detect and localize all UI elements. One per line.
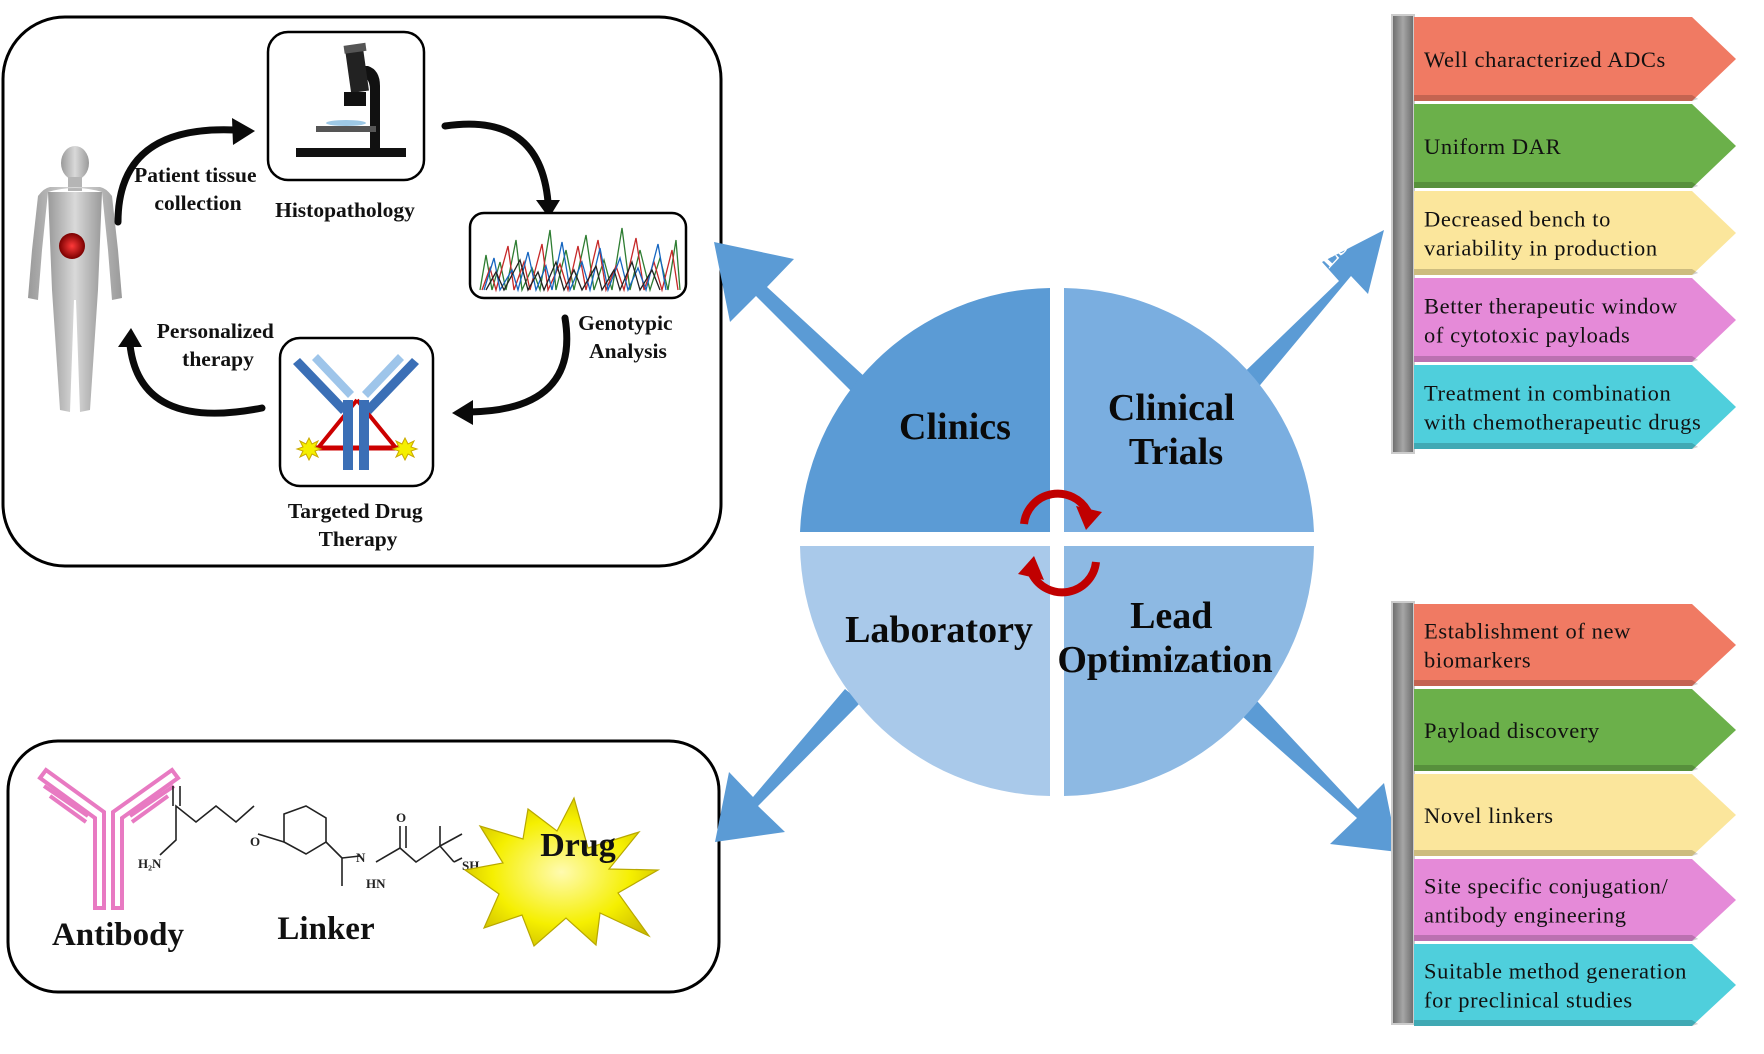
outcomes_bottom-tag-shape [1414, 859, 1736, 941]
workflow-panel-frame [1, 15, 723, 568]
outcomes_top-tag-shape [1414, 365, 1736, 449]
atom-label-hn: HN [366, 876, 386, 891]
chromatogram-box [468, 211, 688, 300]
outcomes_bottom-tag-3: Site specific conjugation/antibody engin… [1414, 859, 1736, 941]
arrow-to-adc-structure [715, 689, 861, 842]
diagonal-arrows [714, 230, 1398, 852]
outcomes_top-tag-shape [1414, 104, 1736, 188]
arrow-to-bottom-outcomes [1242, 701, 1398, 852]
outcomes_bottom-tag-label: Novel linkers [1424, 803, 1554, 828]
cycle-arrows-icon [1020, 489, 1100, 597]
outcomes_bottom-tag-shape [1414, 604, 1736, 686]
outcomes-top-bar [1391, 14, 1415, 454]
outcomes_bottom-tag-2: Novel linkers [1414, 774, 1736, 856]
arrow-to-workflow [714, 242, 866, 393]
microscope-box [266, 30, 426, 182]
antibody-drug-conjugate-icon [293, 354, 419, 470]
atom-label-h2n: H₂N [138, 856, 162, 871]
lead-optimization-label: Lead Optimization [1057, 595, 1272, 681]
workflow-cycle-arrows [114, 120, 571, 417]
outcomes_top-tag-shape [1414, 17, 1736, 101]
atom-label-n: N [356, 850, 366, 865]
outcomes-arrow [1230, 230, 1384, 402]
outcomes_bottom-tag-shape [1414, 774, 1736, 856]
microscope-icon [296, 42, 406, 157]
outcomes_top-tag-1: Uniform DAR [1414, 104, 1736, 188]
quadrant-clinical-trials [1064, 288, 1314, 532]
outcomes_bottom-tag-label: Payload discovery [1424, 718, 1600, 743]
outcomes_top-tag-0: Well characterized ADCs [1414, 17, 1736, 101]
histopathology-label: Histopathology [275, 198, 415, 222]
drug-starburst-icon [463, 796, 661, 948]
antibody-label: Antibody [52, 917, 185, 953]
outcomes_bottom-tag-shape [1414, 689, 1736, 771]
targeted-drug-therapy-label: Targeted Drug Therapy [288, 499, 428, 551]
quadrant-laboratory [800, 546, 1050, 796]
quadrant-lead-optimization [1064, 546, 1314, 796]
adc-structure-panel: H₂N O N HN O SH Drug Antibody Linker [6, 739, 721, 994]
patient-tissue-label: Patient tissue collection [134, 163, 262, 215]
dna-sequence-trace-icon [479, 227, 681, 293]
outcomes_top-tag-shape [1414, 191, 1736, 275]
drug-label: Drug [540, 827, 616, 864]
linker-atom-labels: H₂N O N HN O SH [138, 810, 479, 891]
arrow-to-targeted [466, 314, 571, 416]
arrow-to-histopathology [114, 126, 239, 226]
personalized-therapy-label: Personalized therapy [157, 319, 279, 371]
arrow-to-personalized [126, 341, 266, 417]
arrow-to-genotypic [441, 120, 552, 206]
laboratory-label: Laboratory [845, 609, 1033, 651]
workflow-arrowheads [118, 118, 560, 425]
tumor-icon [59, 233, 85, 259]
human-body-icon [28, 146, 122, 412]
outcomes_bottom-tag-label: Site specific conjugation/antibody engin… [1424, 874, 1668, 928]
targeted-antibody-box [278, 336, 435, 488]
outcomes_top-tag-shape [1414, 278, 1736, 362]
atom-label-o: O [250, 834, 260, 849]
linker-label: Linker [277, 911, 374, 947]
quadrant-clinics [800, 288, 1050, 532]
outcomes_bottom-tag-shape [1414, 944, 1736, 1026]
pink-antibody-icon [37, 767, 181, 910]
clinics-label: Clinics [899, 406, 1011, 448]
genotypic-analysis-label: Genotypic Analysis [578, 311, 678, 363]
outcomes_bottom-tag-1: Payload discovery [1414, 689, 1736, 771]
central-quadrant-circle: OUTCOMES Clinics Clinical Trials Laborat… [714, 230, 1398, 852]
atom-label-o2: O [396, 810, 406, 825]
outcomes-bottom-bar [1391, 601, 1415, 1025]
outcomes_top-tag-label: Uniform DAR [1424, 134, 1561, 159]
workflow-panel: Patient tissue collection Histopathology… [1, 15, 723, 568]
linker-chemical-structure-icon [159, 786, 463, 886]
clinical-trials-label: Clinical Trials [1108, 387, 1244, 473]
outcomes_top-tag-label: Well characterized ADCs [1424, 47, 1666, 72]
